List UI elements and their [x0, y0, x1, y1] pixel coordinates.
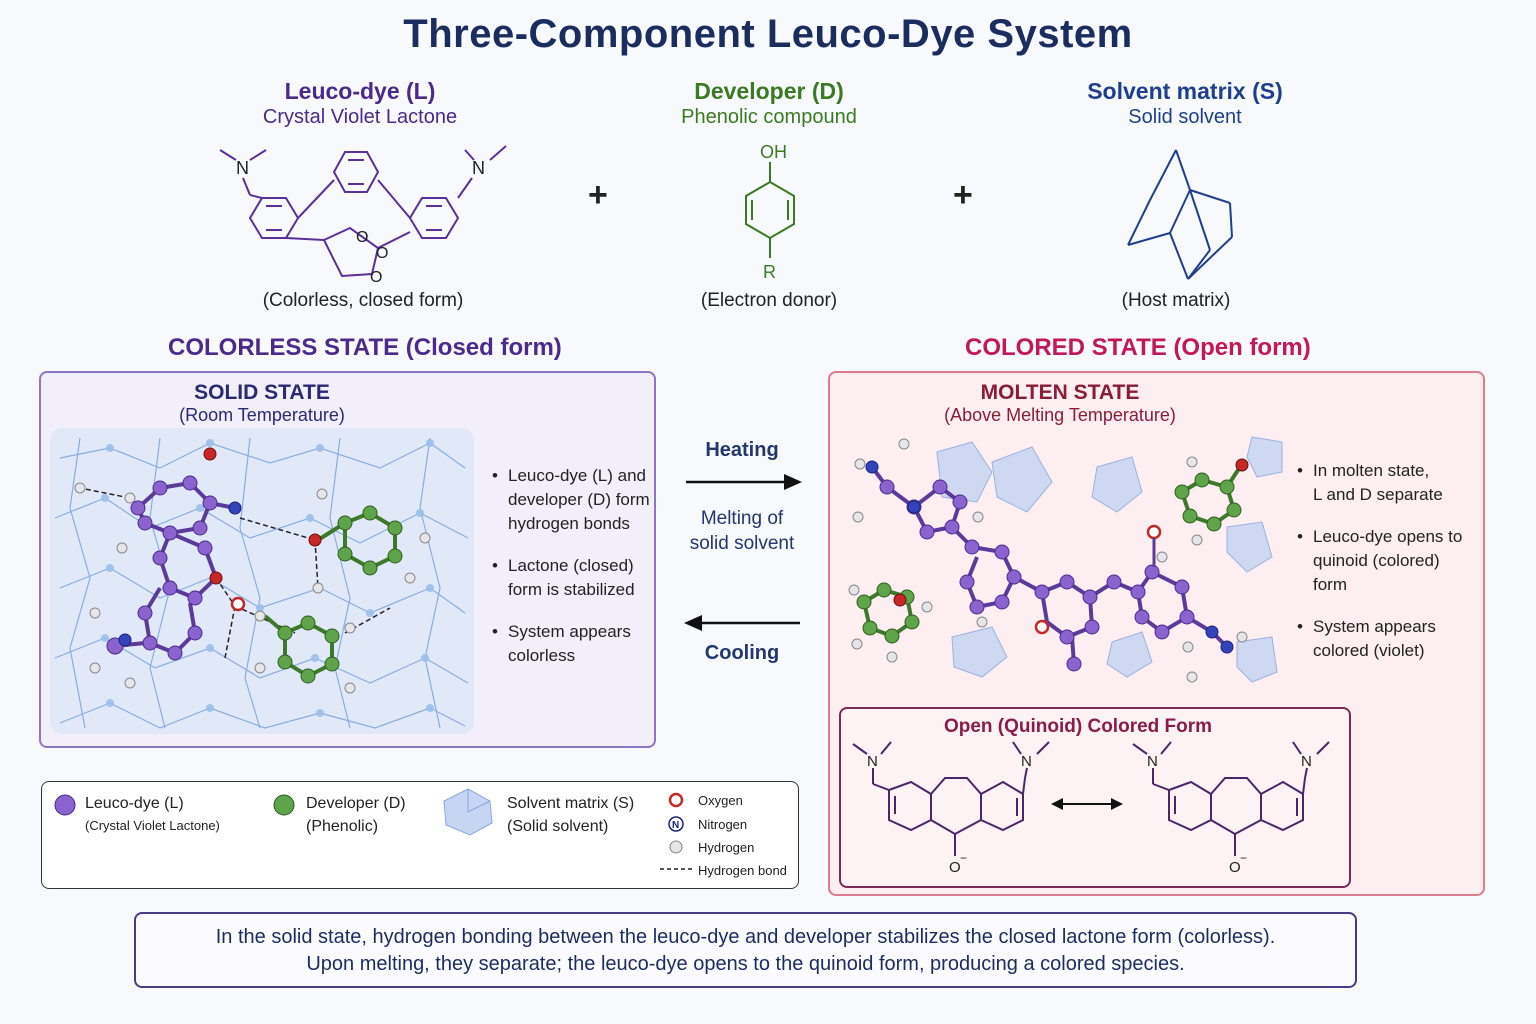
hbond-legend-icon: [660, 868, 692, 870]
leuco-dye-legend-icon: [54, 794, 76, 816]
developer-note: (Electron donor): [700, 290, 838, 311]
molten-state-sub: (Above Melting Temperature): [944, 405, 1176, 425]
leuco-dye-subtitle: Crystal Violet Lactone: [262, 106, 458, 128]
colorless-heading: COLORLESS STATE (Closed form): [168, 334, 562, 361]
colored-bullet-1: In molten state,L and D separate: [1297, 459, 1467, 507]
leuco-dye-name: Leuco-dye (L): [284, 78, 436, 104]
atom-o-2: O: [376, 245, 388, 262]
legend-nitrogen: Nitrogen: [698, 817, 748, 832]
summary-line-1: In the solid state, hydrogen bonding bet…: [215, 926, 1276, 948]
quinoid-minus-2: −: [1240, 851, 1247, 865]
plus-sign-1: +: [588, 176, 608, 214]
solid-state-illustration: [50, 428, 474, 734]
leuco-dye-note: (Colorless, closed form): [262, 290, 464, 311]
molten-state-title: MOLTEN STATE: [980, 381, 1140, 404]
molten-state-illustration: [848, 436, 1283, 683]
solvent-structure: [1127, 149, 1233, 280]
svg-text:N: N: [672, 820, 679, 831]
developer-structure: OH R: [745, 142, 795, 282]
summary-box: In the solid state, hydrogen bonding bet…: [134, 912, 1357, 988]
quinoid-o-2: O: [1229, 859, 1241, 876]
legend-leuco-label: Leuco-dye (L): [85, 795, 184, 812]
r-label: R: [763, 262, 776, 282]
atom-n-right: N: [472, 158, 485, 178]
legend-oxygen: Oxygen: [698, 793, 743, 808]
legend-leuco-sub: (Crystal Violet Lactone): [85, 818, 220, 833]
summary-line-2: Upon melting, they separate; the leuco-d…: [306, 953, 1185, 975]
atom-o-3: O: [370, 269, 382, 286]
solid-state-title: SOLID STATE: [194, 381, 330, 404]
atom-n-left: N: [236, 158, 249, 178]
solvent-legend-icon: [443, 788, 493, 836]
atom-o-1: O: [356, 229, 368, 246]
colored-heading: COLORED STATE (Open form): [965, 334, 1311, 361]
colorless-bullet-2: Lactone (closed)form is stabilized: [492, 554, 652, 602]
solvent-note: (Host matrix): [1121, 290, 1231, 311]
oh-label: OH: [760, 142, 787, 162]
developer-name: Developer (D): [694, 78, 844, 104]
leuco-dye-structure: N N O O O: [219, 145, 507, 286]
solid-state-sub: (Room Temperature): [179, 405, 345, 425]
quinoid-title: Open (Quinoid) Colored Form: [943, 716, 1213, 737]
quinoid-minus-1: −: [960, 851, 967, 865]
quinoid-n-2: N: [1021, 753, 1032, 770]
quinoid-o-1: O: [949, 859, 961, 876]
legend-developer-label: Developer (D): [306, 795, 406, 812]
quinoid-resonance-structures: N N N N O − O −: [852, 741, 1330, 876]
page-title: Three-Component Leuco-Dye System: [403, 12, 1133, 56]
cooling-arrow: [684, 615, 800, 631]
plus-sign-2: +: [953, 176, 973, 214]
quinoid-n-3: N: [1147, 753, 1158, 770]
cooling-label: Cooling: [704, 642, 780, 664]
solvent-subtitle: Solid solvent: [1128, 106, 1242, 128]
legend-solvent-sub: (Solid solvent): [507, 818, 609, 835]
solvent-name: Solvent matrix (S): [1087, 78, 1283, 104]
legend-hydrogen: Hydrogen: [698, 840, 755, 855]
heating-arrow: [686, 474, 802, 490]
nitrogen-legend-icon: N: [668, 816, 684, 832]
oxygen-legend-icon: [668, 792, 684, 808]
heating-label: Heating: [705, 439, 779, 461]
quinoid-n-4: N: [1301, 753, 1312, 770]
quinoid-n-1: N: [867, 753, 878, 770]
quinoid-form-box: [839, 707, 1351, 888]
legend-developer-sub: (Phenolic): [306, 818, 379, 835]
colored-bullets: In molten state,L and D separate Leuco-d…: [1297, 459, 1467, 681]
developer-subtitle: Phenolic compound: [681, 106, 857, 128]
legend-solvent-label: Solvent matrix (S): [507, 795, 635, 812]
developer-legend-icon: [273, 794, 295, 816]
legend-hbond: Hydrogen bond: [698, 863, 787, 878]
hydrogen-legend-icon: [669, 840, 683, 854]
